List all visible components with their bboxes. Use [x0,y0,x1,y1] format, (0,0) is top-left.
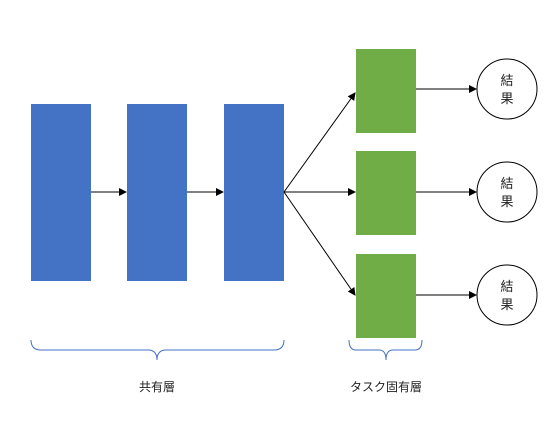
shared-layer-1 [31,104,91,281]
task-layer-3 [356,254,416,338]
task-layer-2 [356,151,416,235]
result-node-3-top-char: 結 [500,280,513,295]
task-layers-bracket [348,339,423,361]
arrow-shared-to-task-1 [283,92,356,193]
shared-layer-3 [224,104,284,281]
result-node-3-bottom-char: 果 [500,298,513,313]
arrow-shared-to-task-3 [283,191,356,296]
result-node-2-top-char: 結 [500,177,513,192]
shared-layers-label: 共有層 [139,380,175,394]
shared-layer-2 [127,104,187,281]
result-node-1: 結 果 [476,58,538,120]
result-node-1-top-char: 結 [500,74,513,89]
shared-layers-bracket [30,339,285,361]
result-node-2: 結 果 [476,161,538,223]
result-node-3: 結 果 [476,264,538,326]
task-layers-label: タスク固有層 [350,380,422,394]
result-node-1-bottom-char: 果 [500,92,513,107]
result-node-2-bottom-char: 果 [500,195,513,210]
task-layer-1 [356,49,416,133]
